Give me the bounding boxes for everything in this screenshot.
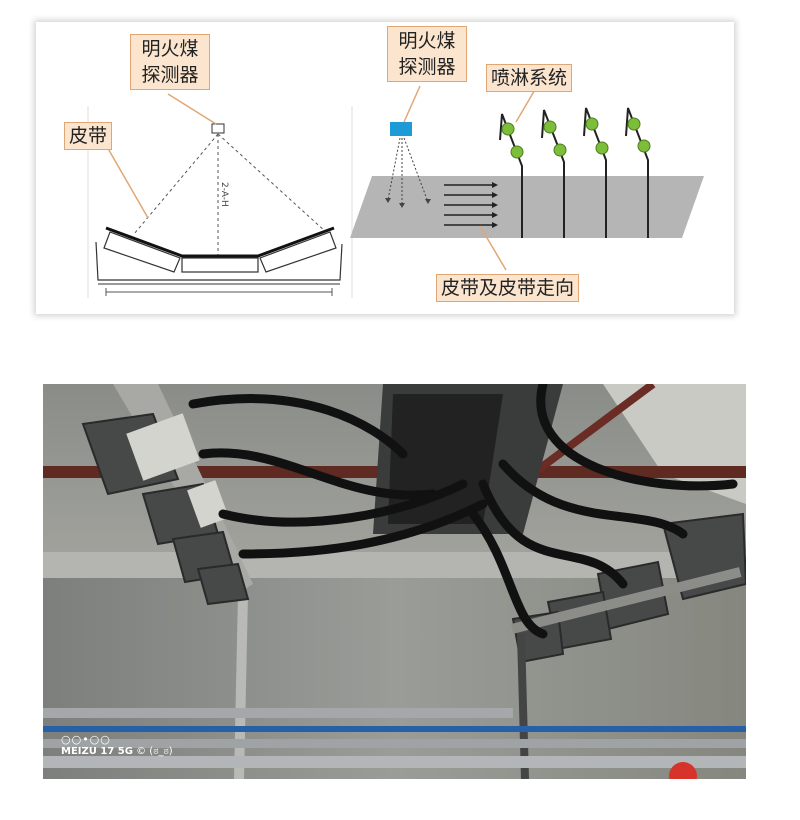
installation-photo: ○○•○○ MEIZU 17 5G © (ಠ_ಠ) [43, 384, 746, 779]
diagram-drawing: 2-A-H [87, 85, 704, 298]
svg-text:2-A-H: 2-A-H [219, 182, 229, 207]
detection-diagram: 2-A-H [36, 22, 734, 314]
watermark-dots: ○○•○○ [61, 733, 111, 746]
belt-label: 皮带 [64, 122, 113, 150]
watermark-credit: © (ಠ_ಠ) [136, 746, 173, 757]
belt-cross-section: 2-A-H [87, 93, 353, 298]
left-detector-label: 明火煤 探测器 [130, 34, 210, 90]
belt-surface [350, 176, 704, 238]
right-detector-label: 明火煤 探测器 [387, 26, 467, 82]
watermark-device: MEIZU 17 5G [61, 746, 133, 757]
belt-direction-label: 皮带及皮带走向 [436, 274, 580, 302]
left-detector-icon [211, 123, 225, 134]
belt-direction-arrows [444, 184, 492, 226]
photo-scene [43, 384, 746, 779]
belt-top-view [350, 85, 704, 271]
camera-watermark: ○○•○○ MEIZU 17 5G © (ಠ_ಠ) [61, 734, 173, 758]
spray-system-label: 喷淋系统 [486, 64, 573, 92]
spray-nozzles [501, 117, 651, 159]
right-detector-icon [390, 122, 412, 136]
